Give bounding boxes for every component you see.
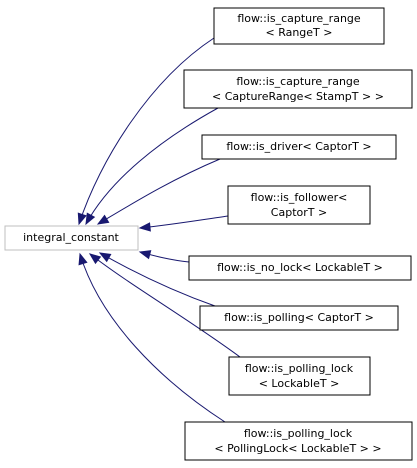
node-is-polling-lock-pollinglock-line-2: < PollingLock< LockableT > > [214,442,381,455]
node-is-capture-range-capturerange-box [183,69,413,109]
arrowhead-is-driver [96,214,110,225]
node-is-capture-range-capturerange[interactable]: flow::is_capture_range < CaptureRange< S… [183,69,413,109]
node-is-follower-line-2: CaptorT > [271,206,327,219]
node-is-polling-lock-lockableT[interactable]: flow::is_polling_lock < LockableT > [228,356,371,396]
node-is-polling[interactable]: flow::is_polling< CaptorT > [199,305,399,331]
arrowhead-is-polling-lock-pollinglock [78,252,88,266]
edge-is-driver [97,158,221,225]
node-is-polling-box [199,305,399,331]
arrowhead-is-capture-range-capturerange [85,212,96,226]
edge-is-polling-lock-pollinglock [79,253,226,423]
arrowhead-is-follower [138,222,151,232]
node-is-driver[interactable]: flow::is_driver< CaptorT > [201,134,397,160]
edge-is-capture-range-capturerange [85,107,219,225]
arrowhead-is-polling-lock-lockableT [88,253,102,265]
node-is-capture-range-rangeT[interactable]: flow::is_capture_range < RangeT > [213,7,385,45]
node-integral-constant[interactable]: integral_constant [4,225,139,251]
node-is-capture-range-capturerange-line-2: < CaptureRange< StampT > > [212,90,384,103]
node-is-driver-label: flow::is_driver< CaptorT > [226,140,371,153]
arrowhead-is-no-lock [138,250,152,260]
node-is-polling-lock-lockableT-box [228,356,371,396]
node-is-capture-range-rangeT-line-1: flow::is_capture_range [237,12,361,25]
edge-is-polling-lock-lockableT [89,253,241,358]
node-is-follower[interactable]: flow::is_follower< CaptorT > [227,185,371,225]
node-is-no-lock-label: flow::is_no_lock< LockableT > [217,261,383,274]
edge-is-follower [139,215,229,229]
node-is-no-lock[interactable]: flow::is_no_lock< LockableT > [188,255,412,281]
node-is-capture-range-rangeT-box [213,7,385,45]
inheritance-edges [77,37,241,423]
node-is-capture-range-capturerange-line-1: flow::is_capture_range [236,75,360,88]
node-is-polling-lock-pollinglock-box [184,421,413,461]
edge-is-polling [99,252,216,307]
node-is-no-lock-box [188,255,412,281]
edge-is-capture-range-rangeT [78,37,215,225]
node-is-polling-lock-pollinglock[interactable]: flow::is_polling_lock < PollingLock< Loc… [184,421,413,461]
node-is-polling-label: flow::is_polling< CaptorT > [224,311,374,324]
node-integral-constant-box [4,225,139,251]
node-is-polling-lock-lockableT-line-1: flow::is_polling_lock [245,362,354,375]
node-is-polling-lock-pollinglock-line-1: flow::is_polling_lock [244,427,353,440]
node-is-capture-range-rangeT-line-2: < RangeT > [265,26,332,39]
node-is-follower-box [227,185,371,225]
arrowhead-is-polling [98,252,112,263]
node-is-follower-line-1: flow::is_follower< [251,191,348,204]
arrowhead-is-capture-range-rangeT [77,212,87,226]
node-is-driver-box [201,134,397,160]
node-is-polling-lock-lockableT-line-2: < LockableT > [259,377,340,390]
node-integral-constant-label: integral_constant [23,231,119,244]
